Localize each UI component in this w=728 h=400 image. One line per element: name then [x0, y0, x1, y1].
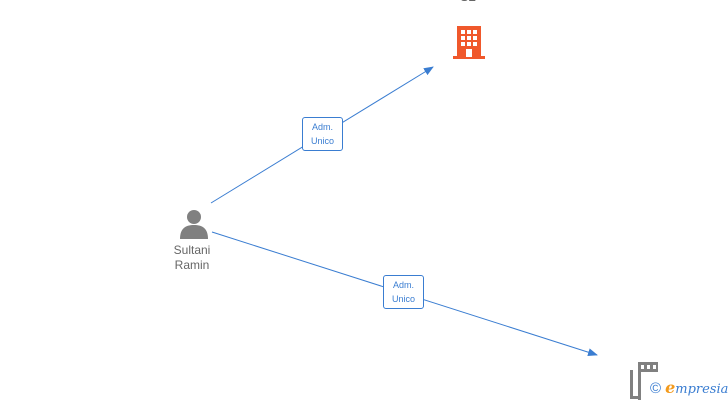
edge-label-top-line1: Adm.	[311, 122, 333, 132]
person-name-line1: Sultani	[173, 243, 211, 257]
edge-label-bottom-line2: Unico	[391, 294, 415, 304]
empresia-watermark: ©empresia	[650, 378, 728, 397]
company-top-name: SL	[420, 0, 516, 5]
building-icon[interactable]	[452, 24, 486, 60]
edge-label-bottom-line1: Adm.	[392, 280, 414, 290]
edge-label-bottom[interactable]: Adm. Unico	[383, 275, 424, 309]
person-icon[interactable]	[178, 208, 210, 240]
building-icon[interactable]	[628, 362, 660, 400]
person-label[interactable]: Sultani Ramin	[156, 243, 228, 273]
copyright-symbol: ©	[650, 380, 662, 397]
empresia-logo-letter: e	[665, 378, 676, 397]
edge-label-top-line2: Unico	[310, 136, 334, 146]
empresia-logo-text: mpresia	[675, 382, 728, 397]
person-name-line2: Ramin	[174, 258, 210, 272]
edge-label-top[interactable]: Adm. Unico	[302, 117, 343, 151]
company-top-label[interactable]: SL	[420, 0, 516, 5]
